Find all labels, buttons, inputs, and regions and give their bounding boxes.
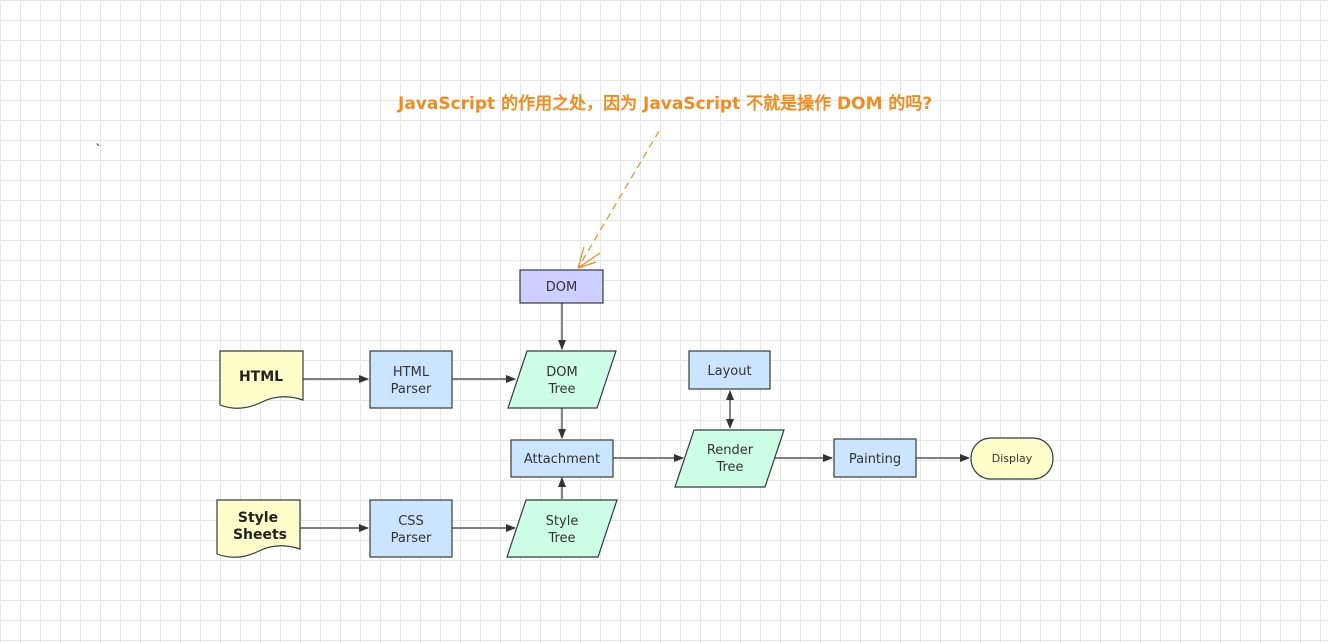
node-attachment: Attachment (510, 439, 614, 478)
connectors (300, 303, 970, 532)
node-painting-label: Painting (849, 452, 901, 467)
node-attachment-label: Attachment (524, 452, 600, 467)
node-display: Display (970, 437, 1054, 480)
node-render-tree-line2: Tree (715, 460, 743, 475)
stray-mark: ` (95, 143, 102, 159)
node-render-tree: Render Tree (674, 429, 785, 488)
node-dom-tree: DOM Tree (507, 350, 617, 409)
node-painting: Painting (833, 438, 917, 478)
node-html-parser: HTML Parser (369, 350, 453, 409)
node-display-label: Display (992, 452, 1033, 465)
node-layout: Layout (688, 350, 771, 390)
node-css-parser-line1: CSS (398, 514, 424, 529)
node-style-sheets-line1: Style (238, 510, 278, 526)
node-render-tree-line1: Render (707, 443, 754, 458)
annotation-arrow (577, 130, 660, 269)
node-style-tree-line1: Style (546, 514, 579, 529)
node-html-parser-line1: HTML (393, 365, 430, 380)
node-dom: DOM (519, 269, 604, 304)
node-style-sheets-line2: Sheets (233, 527, 287, 543)
node-dom-tree-line2: Tree (547, 382, 575, 397)
node-layout-label: Layout (707, 364, 751, 379)
node-style-tree-line2: Tree (547, 531, 575, 546)
node-dom-tree-line1: DOM (546, 365, 577, 380)
node-html-document: HTML (219, 350, 304, 409)
node-html-label: HTML (239, 369, 283, 385)
node-css-parser: CSS Parser (369, 499, 453, 558)
node-style-sheets-document: Style Sheets (216, 499, 301, 558)
node-css-parser-line2: Parser (391, 531, 432, 546)
node-html-parser-line2: Parser (391, 382, 432, 397)
annotation-text: JavaScript 的作用之处，因为 JavaScript 不就是操作 DOM… (397, 93, 932, 114)
node-style-tree: Style Tree (506, 499, 618, 558)
node-dom-label: DOM (546, 280, 577, 295)
